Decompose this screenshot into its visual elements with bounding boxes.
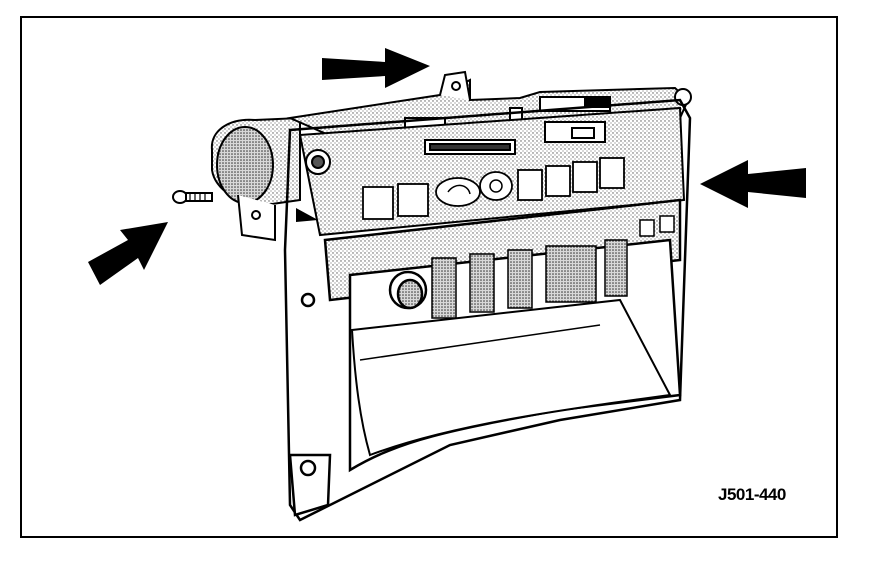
arrow-top xyxy=(322,48,430,88)
control-button xyxy=(362,186,394,220)
bezel-frame xyxy=(283,98,692,522)
arrow-bolt-left xyxy=(296,208,318,222)
control-button xyxy=(397,183,429,217)
figure-label: J501-440 xyxy=(718,485,786,504)
control-button xyxy=(545,165,571,197)
control-button xyxy=(599,157,625,189)
arrow-left xyxy=(88,222,168,285)
temp-knob xyxy=(479,171,513,201)
arrow-right xyxy=(700,160,806,208)
control-buttons-row xyxy=(362,157,625,220)
fan-knob xyxy=(435,177,481,207)
rear-housing xyxy=(210,116,301,242)
loose-screw xyxy=(172,190,213,204)
control-button xyxy=(572,161,598,193)
control-button xyxy=(517,169,543,201)
control-panel-face xyxy=(298,106,686,237)
